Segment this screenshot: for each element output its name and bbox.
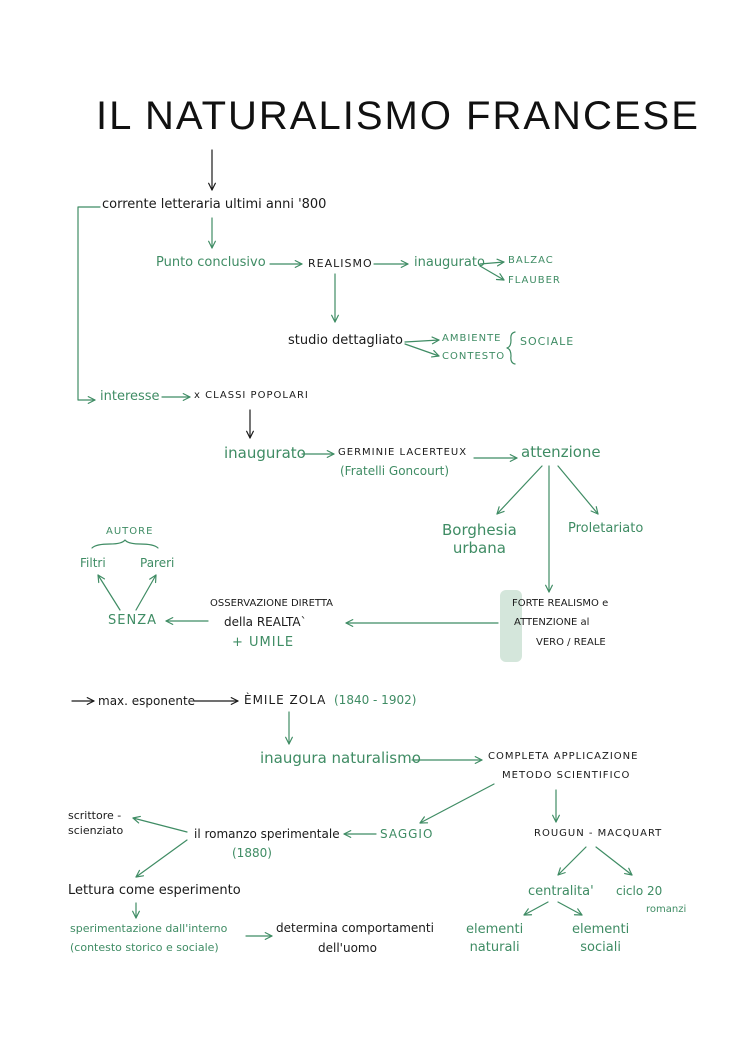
node-romanzo: il romanzo sperimentale (194, 827, 340, 841)
node-classi-popolari: x CLASSI POPOLARI (194, 390, 309, 401)
node-determina: determina comportamenti (276, 921, 434, 935)
node-completa: COMPLETA APPLICAZIONE (488, 751, 639, 762)
node-zola: ÈMILE ZOLA (244, 693, 327, 707)
node-1880: (1880) (232, 846, 272, 860)
node-inaugurato-2: inaugurato (224, 444, 306, 462)
arrow-inaug-balzac (479, 258, 505, 267)
node-balzac: BALZAC (508, 255, 554, 266)
node-romanzi: romanzi (646, 904, 687, 915)
node-flauber: FLAUBER (508, 275, 561, 286)
node-inaugura-naturalismo: inaugura naturalismo (260, 749, 421, 767)
arrow-senza-pareri (135, 574, 157, 611)
node-rougon: ROUGUN - MACQUART (534, 828, 663, 839)
node-studio-dettagliato: studio dettagliato (288, 333, 403, 348)
node-senza: SENZA (108, 613, 157, 628)
node-attenzione: attenzione (521, 443, 601, 461)
node-punto-conclusivo: Punto conclusivo (156, 255, 266, 270)
node-inaugurato-1: inaugurato (414, 255, 485, 270)
arrow-centr-nat (523, 901, 549, 916)
node-umile: + UMILE (232, 635, 295, 650)
node-forte-realismo: FORTE REALISMO e (512, 598, 609, 609)
node-lettura: Lettura come esperimento (68, 883, 241, 898)
node-ambiente: AMBIENTE (442, 333, 502, 344)
node-uomo: dell'uomo (318, 941, 377, 955)
node-contesto: CONTESTO (442, 351, 506, 362)
node-attenzione-al: ATTENZIONE al (514, 617, 590, 628)
node-sociale: SOCIALE (520, 335, 575, 348)
page-title: IL NATURALISMO FRANCESE (96, 94, 700, 138)
node-sperimentazione: sperimentazione dall'interno (70, 922, 228, 935)
arrow-studio-ambiente (404, 336, 440, 345)
node-zola-years: (1840 - 1902) (334, 693, 417, 707)
node-elementi-sociali: elementi sociali (572, 922, 630, 955)
brace-autore (91, 539, 159, 549)
arrow-att-borghesia (496, 465, 543, 515)
node-proletariato: Proletariato (568, 521, 644, 536)
bracket-left (77, 206, 101, 404)
node-autore: AUTORE (106, 526, 154, 537)
arrow-att-proletariato (557, 465, 599, 515)
arrow-centr-soc (557, 901, 583, 916)
node-elementi-naturali: elementi naturali (466, 922, 524, 955)
arrow-inaug-flauber (479, 265, 505, 281)
arrow-romanzo-lettura (135, 839, 188, 878)
node-pareri: Pareri (140, 556, 175, 570)
highlight-mark (500, 590, 522, 662)
node-max-esponente: max. esponente (98, 694, 196, 708)
arrow-rougon-centralita (557, 846, 587, 876)
arrow-romanzo-scrittore (132, 815, 188, 833)
node-ciclo: ciclo 20 (616, 884, 663, 898)
node-scrittore: scrittore - scienziato (68, 809, 124, 838)
node-filtri: Filtri (80, 556, 106, 570)
node-della-realta: della REALTA` (224, 615, 307, 629)
arrow-senza-filtri (97, 574, 121, 611)
arrow-rougon-ciclo (595, 846, 633, 876)
node-germinie: GERMINIE LACERTEUX (338, 447, 468, 458)
node-centralita: centralita' (528, 884, 594, 899)
arrow-studio-contesto (404, 343, 440, 358)
arrow-completa-saggio (419, 783, 495, 824)
node-osservazione: OSSERVAZIONE DIRETTA (210, 598, 333, 609)
node-borghesia: Borghesia urbana (442, 521, 517, 557)
node-goncourt: (Fratelli Goncourt) (340, 464, 450, 478)
node-corrente: corrente letteraria ultimi anni '800 (102, 197, 327, 212)
brace-sociale (506, 331, 516, 365)
node-metodo: METODO SCIENTIFICO (502, 770, 631, 781)
node-realismo: REALISMO (308, 257, 373, 270)
node-vero-reale: VERO / REALE (536, 637, 606, 648)
node-contesto-storico: (contesto storico e sociale) (70, 941, 219, 954)
node-saggio: SAGGIO (380, 827, 434, 841)
node-interesse: interesse (100, 389, 160, 404)
